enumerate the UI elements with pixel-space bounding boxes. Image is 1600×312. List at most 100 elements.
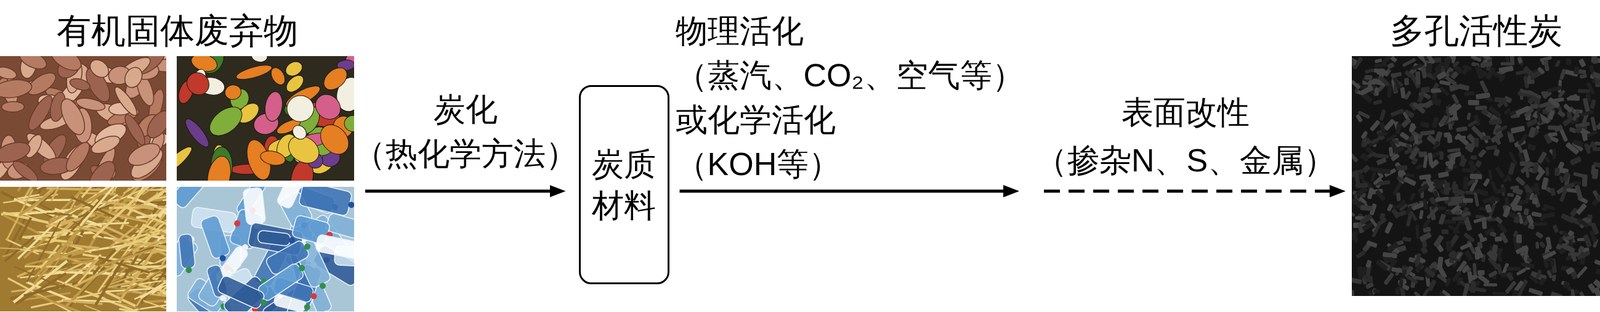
heading-holder: 多孔活性炭 xyxy=(1351,8,1600,53)
peanut-shell xyxy=(121,112,149,148)
carbon-pellet xyxy=(1566,93,1578,102)
carbon-pellet xyxy=(1420,129,1435,137)
straw-stalk xyxy=(50,216,89,272)
carbon-pellet xyxy=(1391,181,1403,196)
carbon-pellet xyxy=(1428,196,1437,205)
carbon-pellet xyxy=(1547,125,1563,130)
carbon-pellet xyxy=(1545,236,1553,250)
carbon-pellet xyxy=(1375,157,1387,166)
carbon-pellet xyxy=(1464,142,1472,151)
food-scrap xyxy=(290,122,310,143)
carbon-pellet xyxy=(1479,60,1493,68)
carbon-pellet xyxy=(1535,241,1540,249)
carbon-pellet xyxy=(1554,167,1560,176)
carbon-pellet xyxy=(1450,93,1459,105)
carbon-pellet xyxy=(1373,62,1387,68)
carbon-pellet xyxy=(1560,242,1576,254)
carbon-pellet xyxy=(1535,230,1544,239)
carbon-pellet xyxy=(1467,119,1479,128)
carbon-pellet xyxy=(1527,94,1538,105)
carbon-pellet xyxy=(1359,204,1373,211)
food-scrap xyxy=(344,115,355,132)
carbon-pellet xyxy=(1537,66,1546,75)
carbon-pellet xyxy=(1422,92,1432,100)
carbon-pellet xyxy=(1506,272,1515,282)
carbon-pellet xyxy=(1574,184,1583,199)
straw-stalk xyxy=(51,186,65,201)
straw-stalk xyxy=(99,249,153,266)
carbon-pellet xyxy=(1462,64,1472,72)
carbon-pellet xyxy=(1586,129,1598,138)
carbon-pellet xyxy=(1569,155,1583,166)
carbon-pellet xyxy=(1516,234,1522,243)
carbon-pellet xyxy=(1441,229,1450,235)
plastic-bottle xyxy=(199,214,231,260)
carbon-pellet xyxy=(1527,287,1543,296)
carbon-pellet xyxy=(1494,166,1506,179)
peanut-shell xyxy=(84,157,121,181)
carbon-pellet xyxy=(1450,70,1459,80)
carbon-pellet xyxy=(1370,136,1381,144)
carbon-pellet xyxy=(1524,191,1531,204)
carbon-pellet xyxy=(1591,71,1600,81)
carbon-illustration xyxy=(1351,56,1600,296)
carbon-pellet xyxy=(1410,157,1419,166)
plastic-bottle xyxy=(298,186,353,217)
carbon-pellet xyxy=(1361,221,1374,231)
peanut-shell xyxy=(1,101,25,113)
arrowhead xyxy=(1003,184,1020,198)
carbon-pellet xyxy=(1593,286,1600,296)
peanut-shell xyxy=(10,157,41,181)
carbon-pellet xyxy=(1506,130,1516,143)
carbon-pellet xyxy=(1576,250,1591,260)
carbon-pellet xyxy=(1499,231,1509,244)
bottle-cap xyxy=(347,200,355,209)
carbon-pellet xyxy=(1574,125,1583,134)
carbon-pellet xyxy=(1543,59,1550,72)
carbon-pellet xyxy=(1595,193,1600,203)
carbon-pellet xyxy=(1384,221,1394,234)
carbon-pellet xyxy=(1523,208,1530,216)
carbon-pellet xyxy=(1515,244,1529,254)
carbon-pellet xyxy=(1452,216,1464,221)
carbon-pellet xyxy=(1482,56,1492,60)
carbon-pellet xyxy=(1383,118,1396,131)
carbon-pellet xyxy=(1489,230,1497,237)
carbon-pellet xyxy=(1445,240,1453,252)
plastic-bottle xyxy=(315,234,355,261)
carbon-pellet xyxy=(1474,64,1482,80)
carbon-pellet xyxy=(1532,221,1548,226)
carbon-pellet xyxy=(1487,269,1498,278)
carbon-pellet xyxy=(1546,269,1554,279)
carbon-pellet xyxy=(1398,202,1408,212)
photo-heading: 多孔活性炭 xyxy=(1389,8,1563,53)
carbon-pellet xyxy=(1519,160,1534,174)
carbon-pellet xyxy=(1399,131,1410,141)
carbon-pellet xyxy=(1423,266,1437,278)
carbon-pellet xyxy=(1582,234,1592,248)
process-box: 炭质材料 xyxy=(578,84,670,284)
carbon-pellet xyxy=(1505,174,1513,182)
carbon-pellet xyxy=(1420,65,1427,79)
carbon-pellet xyxy=(1447,155,1456,170)
carbon-pellet xyxy=(1472,262,1477,276)
carbon-pellet xyxy=(1527,126,1536,138)
carbon-pellet xyxy=(1458,83,1471,92)
straw-stalk xyxy=(83,256,101,275)
carbon-pellet xyxy=(1486,249,1497,261)
carbon-pellet xyxy=(1396,165,1408,171)
peanut-shell xyxy=(86,56,113,81)
carbon-pellet xyxy=(1475,187,1489,196)
carbon-pellet xyxy=(1431,116,1439,129)
carbon-pellet xyxy=(1463,197,1474,203)
carbon-pellet xyxy=(1522,148,1531,162)
carbon-pellet xyxy=(1595,267,1600,276)
peanut-shell xyxy=(16,56,50,73)
carbon-pellet xyxy=(1433,234,1445,247)
straw-stalk xyxy=(137,208,163,235)
carbon-pellet xyxy=(1378,168,1391,174)
carbon-pellet xyxy=(1414,134,1419,144)
food-scrap xyxy=(203,153,235,181)
carbon-pellet xyxy=(1439,150,1444,160)
carbon-pellet xyxy=(1517,56,1524,66)
